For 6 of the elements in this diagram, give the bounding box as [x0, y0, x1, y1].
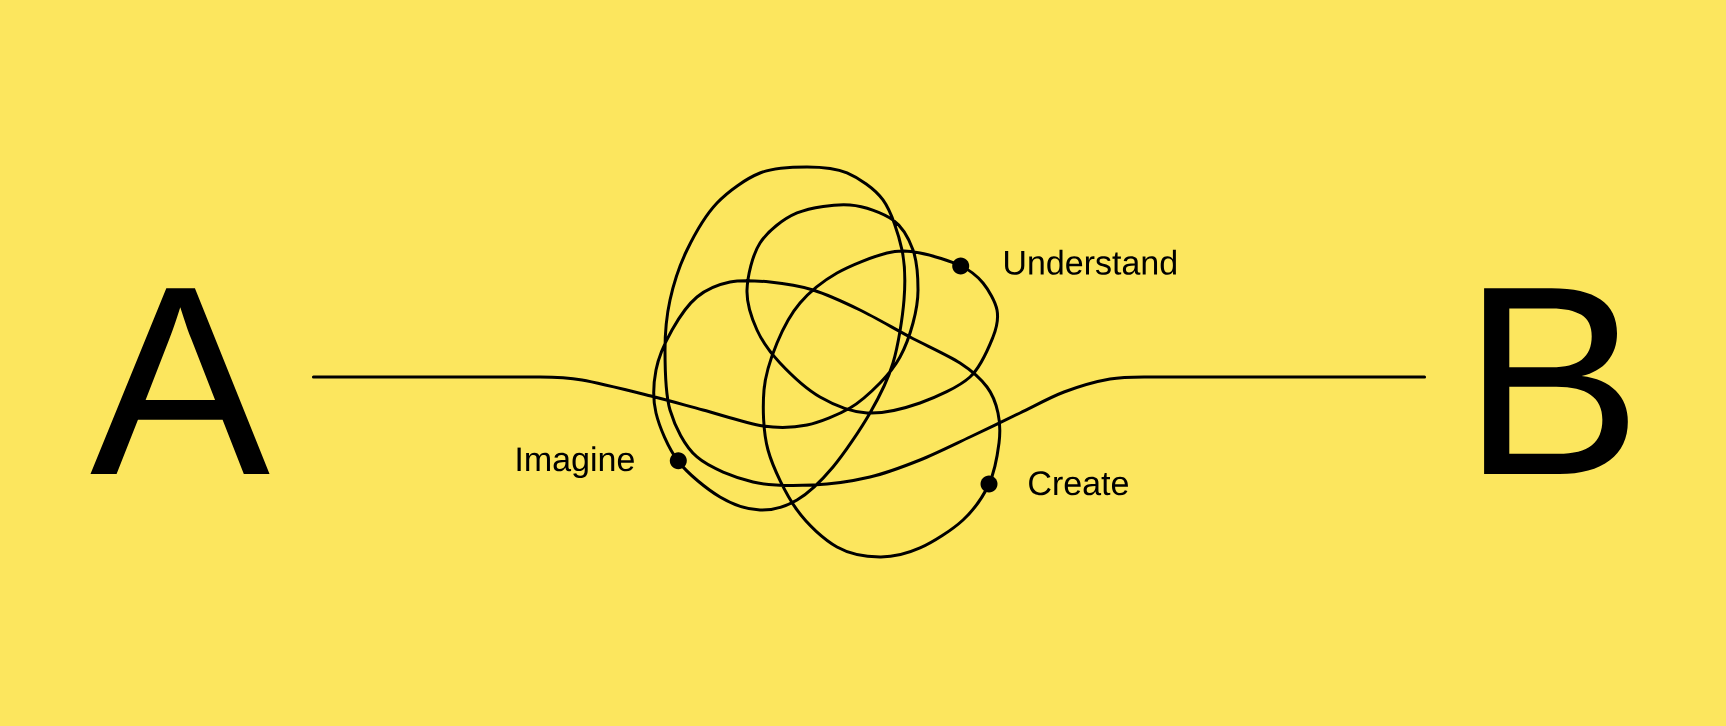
endpoint-letter: A: [90, 288, 270, 474]
stage-label: Understand: [1005, 249, 1176, 275]
stage-label: Imagine: [517, 446, 634, 479]
stage-label: Create: [1029, 471, 1128, 496]
tangled-line: [311, 165, 1427, 559]
endpoint-letter: B: [1484, 288, 1628, 474]
